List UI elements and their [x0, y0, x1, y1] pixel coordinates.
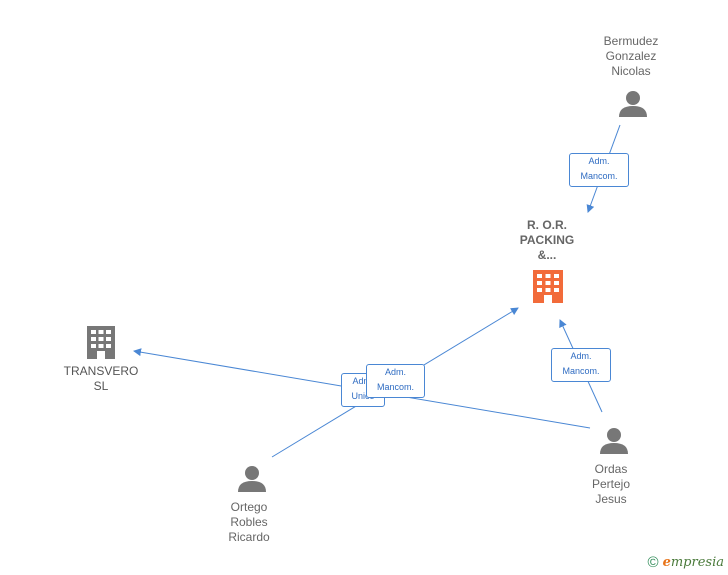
brand-logo: empresia	[662, 555, 724, 570]
copyright-icon: ©	[647, 554, 659, 571]
footer-brand[interactable]: © empresia	[648, 554, 724, 571]
bermudez-label[interactable]: Bermudez Gonzalez Nicolas	[603, 34, 659, 78]
edge-label-bermudez: Adm. Mancom.	[569, 153, 629, 187]
transvero-label[interactable]: TRANSVERO SL	[63, 364, 139, 393]
person-icon[interactable]	[600, 428, 628, 454]
edge-label-ortego: Adm. Mancom.	[366, 364, 425, 398]
edge-label-ordas-main: Adm. Mancom.	[551, 348, 611, 382]
ordas-label[interactable]: Ordas Pertejo Jesus	[591, 462, 631, 506]
ortego-label[interactable]: Ortego Robles Ricardo	[228, 500, 270, 544]
main-company-label[interactable]: R. O.R. PACKING &...	[519, 218, 575, 262]
building-icon[interactable]	[87, 326, 115, 359]
building-icon[interactable]	[533, 270, 563, 303]
person-icon[interactable]	[619, 91, 647, 117]
person-icon[interactable]	[238, 466, 266, 492]
